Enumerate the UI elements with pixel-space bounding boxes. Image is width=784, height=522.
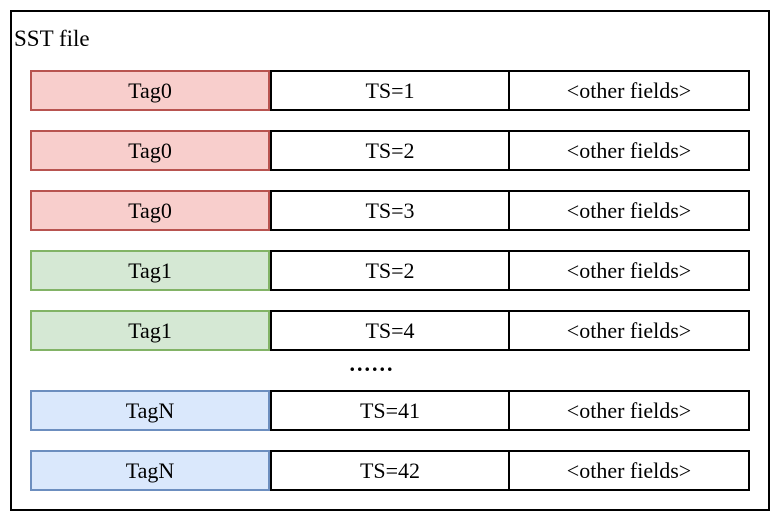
record-fields-box: TS=2 <other fields> (270, 130, 750, 171)
timestamp-cell: TS=42 (272, 452, 510, 489)
tag-cell: Tag0 (30, 70, 270, 111)
other-fields-cell: <other fields> (566, 197, 692, 223)
record-fields-box: TS=4 <other fields> (270, 310, 750, 351)
record-row-4: Tag1 TS=2 <other fields> (30, 250, 750, 291)
diagram-title: SST file (14, 26, 90, 51)
timestamp-cell: TS=41 (272, 392, 510, 429)
record-fields-box: TS=3 <other fields> (270, 190, 750, 231)
record-fields-box: TS=1 <other fields> (270, 70, 750, 111)
timestamp-cell: TS=4 (272, 312, 510, 349)
ellipsis-rows-omitted: ...... (349, 351, 395, 376)
other-fields-cell: <other fields> (566, 137, 692, 163)
timestamp-cell: TS=2 (272, 252, 510, 289)
record-row-2: Tag0 TS=2 <other fields> (30, 130, 750, 171)
other-fields-cell: <other fields> (566, 457, 692, 483)
record-row-7: TagN TS=42 <other fields> (30, 450, 750, 491)
timestamp-cell: TS=2 (272, 132, 510, 169)
record-fields-box: TS=2 <other fields> (270, 250, 750, 291)
tag-cell: Tag1 (30, 250, 270, 291)
record-fields-box: TS=42 <other fields> (270, 450, 750, 491)
sst-file-container: SST file Tag0 TS=1 <other fields> Tag0 T… (10, 10, 770, 511)
tag-cell: Tag0 (30, 190, 270, 231)
tag-cell: TagN (30, 390, 270, 431)
other-fields-cell: <other fields> (566, 77, 692, 103)
tag-cell: Tag0 (30, 130, 270, 171)
other-fields-cell: <other fields> (566, 257, 692, 283)
tag-cell: TagN (30, 450, 270, 491)
record-fields-box: TS=41 <other fields> (270, 390, 750, 431)
other-fields-cell: <other fields> (566, 317, 692, 343)
record-row-5: Tag1 TS=4 <other fields> (30, 310, 750, 351)
record-row-3: Tag0 TS=3 <other fields> (30, 190, 750, 231)
timestamp-cell: TS=1 (272, 72, 510, 109)
timestamp-cell: TS=3 (272, 192, 510, 229)
tag-cell: Tag1 (30, 310, 270, 351)
record-row-1: Tag0 TS=1 <other fields> (30, 70, 750, 111)
other-fields-cell: <other fields> (566, 397, 692, 423)
record-row-6: TagN TS=41 <other fields> (30, 390, 750, 431)
